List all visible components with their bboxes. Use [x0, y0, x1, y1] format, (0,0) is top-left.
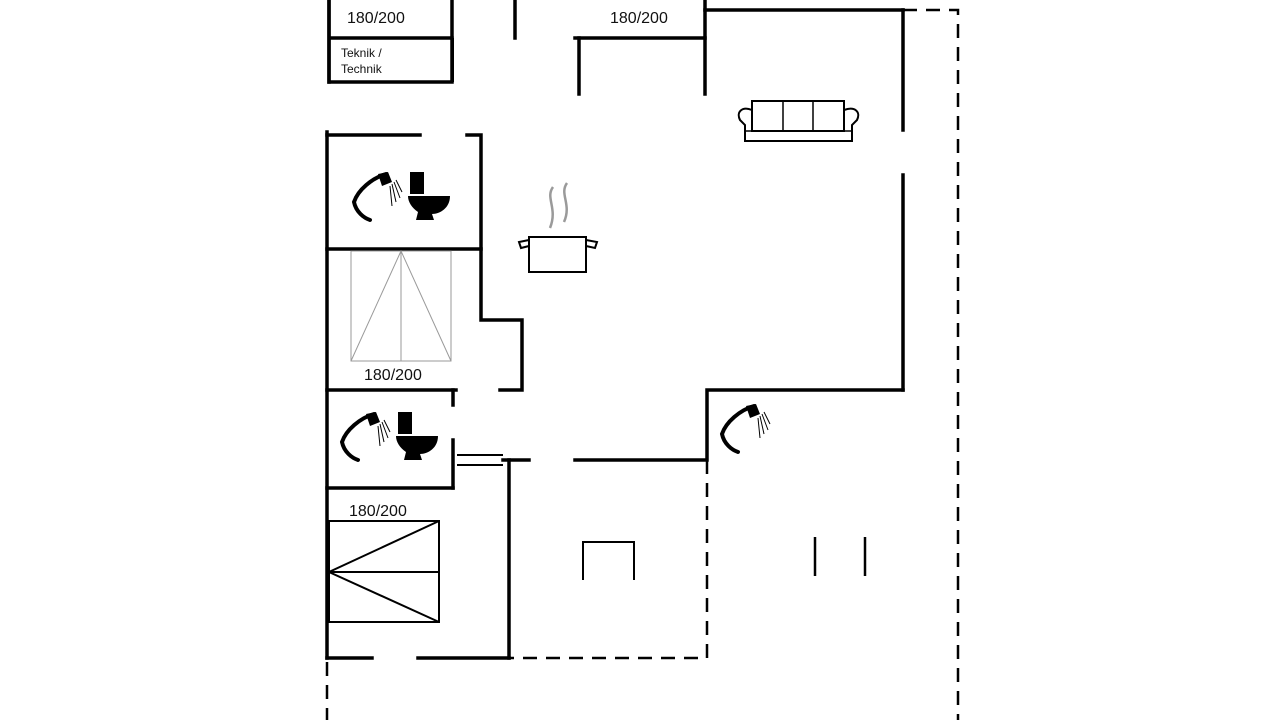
bed-middle [350, 249, 452, 362]
bed-bottom [326, 520, 440, 623]
bath-1-fixtures [351, 172, 450, 222]
wall-kitchen-step [465, 133, 524, 392]
bath-2-fixtures [339, 412, 438, 462]
shower-icon [339, 412, 391, 462]
label-bed-top-left: 180/200 [347, 10, 405, 27]
thin-lines [452, 38, 503, 466]
wall-living-bottom [573, 388, 905, 462]
label-technik-2: Technik [341, 62, 383, 76]
terrace-outline [325, 8, 960, 720]
label-bed-middle: 180/200 [364, 367, 422, 384]
terrace-posts [813, 537, 867, 576]
bed-cover-lines [350, 249, 452, 362]
toilet-icon [408, 172, 450, 220]
outdoor-shower-icon [719, 404, 771, 454]
shower-icon [351, 172, 403, 222]
toilet-icon [396, 412, 438, 460]
terrace-right-dashed [903, 8, 960, 720]
walls [325, 0, 905, 660]
sofa-icon [737, 100, 860, 142]
bed-cover-lines [326, 520, 440, 623]
annex-table [582, 541, 635, 580]
label-bed-bottom: 180/200 [349, 503, 407, 520]
label-technik-1: Teknik / [341, 46, 382, 60]
annex-dashed [509, 460, 709, 660]
cooking-pot-icon [517, 182, 599, 273]
label-bed-top-right: 180/200 [610, 10, 668, 27]
